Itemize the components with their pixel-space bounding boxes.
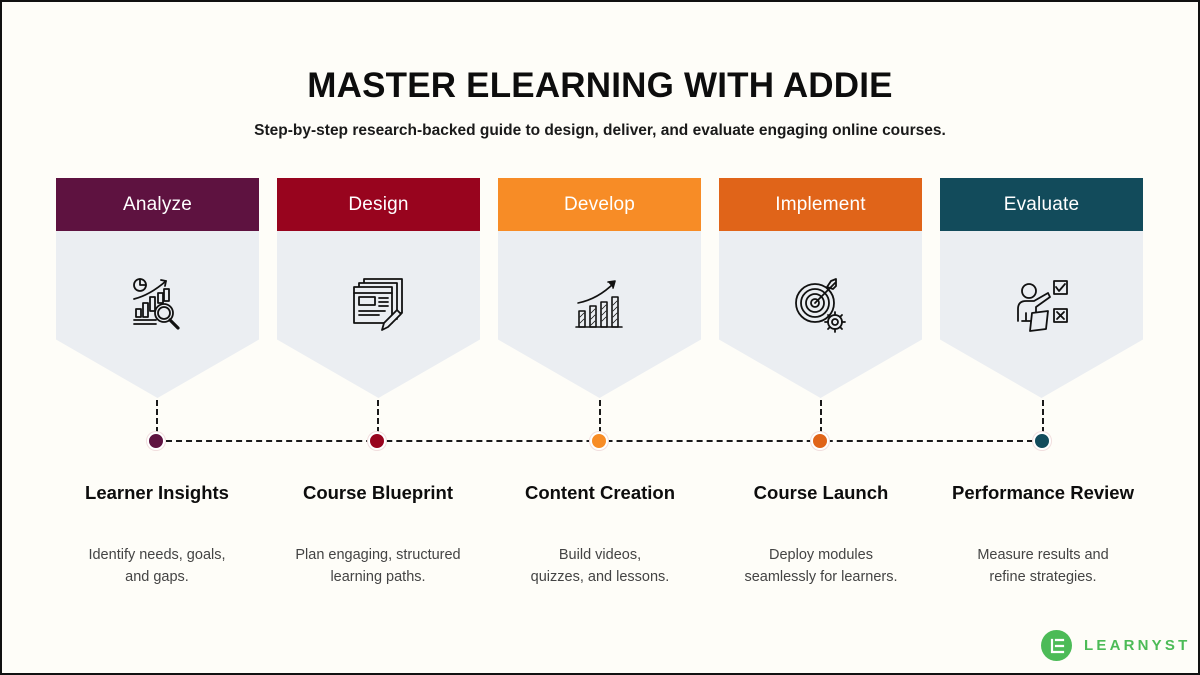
desc-line: Plan engaging, structured <box>295 547 461 563</box>
desc-line: Deploy modules <box>769 547 873 563</box>
phase-header: Analyze <box>56 178 259 231</box>
phase-body <box>498 231 701 398</box>
page-title: MASTER ELEARNING WITH ADDIE <box>307 66 893 105</box>
brand-name: LEARNYST <box>1084 637 1191 654</box>
timeline-connector <box>377 400 379 433</box>
step-title: Content Creation <box>524 482 676 503</box>
timeline-dot-develop <box>590 432 608 450</box>
desc-line: refine strategies. <box>989 569 1097 585</box>
page-subtitle: Step-by-step research-backed guide to de… <box>254 122 946 139</box>
phase-body <box>56 231 259 398</box>
step-title: Performance Review <box>951 482 1134 503</box>
phase-implement: Implement <box>719 178 922 398</box>
phase-header: Evaluate <box>940 178 1143 231</box>
step-description: Measure results and refine strategies. <box>933 544 1153 588</box>
desc-line: quizzes, and lessons. <box>530 569 670 585</box>
phase-develop: Develop <box>498 178 701 398</box>
brand-logo: LEARNYST <box>1041 630 1190 661</box>
phase-body <box>719 231 922 398</box>
presenter-checklist-icon <box>1012 275 1072 335</box>
desc-line: and gaps. <box>125 569 189 585</box>
timeline-dot-implement <box>811 432 829 450</box>
desc-line: Build videos, <box>558 547 642 563</box>
timeline-dot-analyze <box>147 432 165 450</box>
target-gear-icon <box>791 275 851 335</box>
step-title: Course Blueprint <box>302 482 454 503</box>
timeline-connector <box>1042 400 1044 433</box>
timeline-connector <box>599 400 601 433</box>
analytics-magnifier-icon <box>128 275 188 335</box>
step-title: Learner Insights <box>85 482 229 503</box>
desc-line: Identify needs, goals, <box>88 547 226 563</box>
timeline-connector <box>156 400 158 433</box>
step-description: Plan engaging, structured learning paths… <box>268 544 488 588</box>
desc-line: learning paths. <box>330 569 426 585</box>
step-description: Build videos, quizzes, and lessons. <box>490 544 710 588</box>
timeline-dot-evaluate <box>1033 432 1051 450</box>
timeline-dot-design <box>368 432 386 450</box>
phase-evaluate: Evaluate <box>940 178 1143 398</box>
phase-analyze: Analyze <box>56 178 259 398</box>
step-title: Course Launch <box>753 482 889 503</box>
desc-line: Measure results and <box>977 547 1109 563</box>
blueprint-document-pen-icon <box>349 275 409 335</box>
timeline-connector <box>820 400 822 433</box>
phase-design: Design <box>277 178 480 398</box>
phase-body <box>277 231 480 398</box>
growth-bar-chart-icon <box>570 275 630 335</box>
desc-line: seamlessly for learners. <box>744 569 898 585</box>
phase-body <box>940 231 1143 398</box>
phase-header: Design <box>277 178 480 231</box>
phase-header: Develop <box>498 178 701 231</box>
step-description: Deploy modules seamlessly for learners. <box>711 544 931 588</box>
learnyst-logo-icon <box>1041 630 1072 661</box>
phase-header: Implement <box>719 178 922 231</box>
step-description: Identify needs, goals, and gaps. <box>47 544 267 588</box>
